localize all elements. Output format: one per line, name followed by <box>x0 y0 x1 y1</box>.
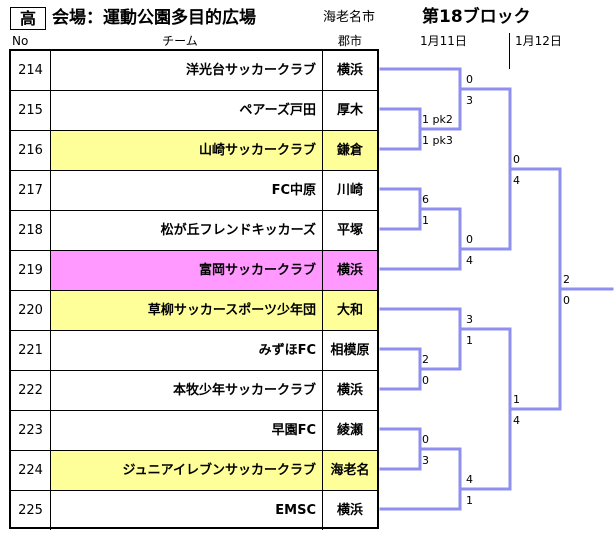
bracket-line <box>379 347 462 391</box>
team-city: 鎌倉 <box>323 131 377 170</box>
block-title: 第18ブロック <box>422 7 531 27</box>
team-number: 221 <box>11 331 51 370</box>
score-label: 1 <box>513 393 520 406</box>
score-label: 2 <box>563 273 570 286</box>
bracket-line <box>379 187 462 231</box>
score-label: 0 <box>422 433 429 446</box>
team-number: 219 <box>11 251 51 290</box>
table-row[interactable]: 218 松が丘フレンドキッカーズ 平塚 <box>11 211 377 251</box>
team-number: 225 <box>11 491 51 530</box>
bracket-line <box>379 67 512 131</box>
score-label: 3 <box>422 454 429 467</box>
team-name: みずほFC <box>51 331 323 370</box>
team-name: 洋光台サッカークラブ <box>51 51 323 90</box>
score-label: 1 pk2 <box>422 113 453 126</box>
team-name: 山崎サッカークラブ <box>51 131 323 170</box>
team-number: 214 <box>11 51 51 90</box>
bracket-line <box>379 307 512 371</box>
team-name: 本牧少年サッカークラブ <box>51 371 323 410</box>
score-label: 1 <box>422 214 429 227</box>
column-header-no: No <box>12 34 29 48</box>
team-city: 大和 <box>323 291 377 330</box>
team-city: 川崎 <box>336 183 363 198</box>
team-number: 223 <box>11 411 51 450</box>
table-row[interactable]: 221 みずほFC 相模原 <box>11 331 377 371</box>
team-number: 222 <box>11 371 51 410</box>
score-label: 4 <box>513 414 520 427</box>
bracket-line <box>508 327 562 491</box>
team-city: 平塚 <box>336 223 363 238</box>
level-badge: 高 <box>10 7 46 30</box>
table-row[interactable]: 216 山崎サッカークラブ 鎌倉 <box>11 131 377 171</box>
team-name: 松が丘フレンドキッカーズ <box>51 211 323 250</box>
table-row[interactable]: 222 本牧少年サッカークラブ 横浜 <box>11 371 377 411</box>
bracket-line <box>558 167 614 411</box>
table-row[interactable]: 224 ジュニアイレブンサッカークラブ 海老名 <box>11 451 377 491</box>
score-label: 0 <box>563 294 570 307</box>
team-city: 海老名 <box>323 451 377 490</box>
team-number: 220 <box>11 291 51 330</box>
column-header-team: チーム <box>162 34 198 48</box>
score-label: 0 <box>422 374 429 387</box>
team-table: 214 洋光台サッカークラブ 横浜 215 ペアーズ戸田 厚木 216 山崎サッ… <box>9 49 379 531</box>
team-city: 綾瀬 <box>336 423 363 438</box>
table-row[interactable]: 223 早園FC 綾瀬 <box>11 411 377 451</box>
team-number: 224 <box>11 451 51 490</box>
team-number: 218 <box>11 211 51 250</box>
team-city: 横浜 <box>336 503 363 518</box>
score-label: 3 <box>466 313 473 326</box>
column-header-city: 郡市 <box>338 34 363 48</box>
score-label: 4 <box>513 174 520 187</box>
table-row[interactable]: 219 富岡サッカークラブ 横浜 <box>11 251 377 291</box>
score-label: 4 <box>466 473 473 486</box>
table-row[interactable]: 215 ペアーズ戸田 厚木 <box>11 91 377 131</box>
team-city: 横浜 <box>336 383 363 398</box>
bracket-line <box>379 107 462 151</box>
score-label: 3 <box>466 94 473 107</box>
table-row[interactable]: 217 FC中原 川崎 <box>11 171 377 211</box>
team-city: 厚木 <box>336 103 363 118</box>
table-row[interactable]: 225 EMSC 横浜 <box>11 491 377 531</box>
score-label: 0 <box>466 73 473 86</box>
host-city: 海老名市 <box>323 10 376 25</box>
score-label: 6 <box>422 193 429 206</box>
bracket-line <box>508 87 562 251</box>
date-day1: 1月11日 <box>420 34 467 48</box>
team-name: ジュニアイレブンサッカークラブ <box>51 451 323 490</box>
team-city: 横浜 <box>336 63 363 78</box>
date-day2: 1月12日 <box>515 34 562 48</box>
team-name: 草柳サッカースポーツ少年団 <box>51 291 323 330</box>
table-row[interactable]: 220 草柳サッカースポーツ少年団 大和 <box>11 291 377 331</box>
score-label: 1 <box>466 334 473 347</box>
date-divider <box>509 33 510 69</box>
score-label: 4 <box>466 254 473 267</box>
score-label: 1 pk3 <box>422 134 453 147</box>
team-city: 相模原 <box>330 343 370 358</box>
bracket-line <box>379 447 512 511</box>
score-label: 0 <box>466 233 473 246</box>
team-name: EMSC <box>51 491 323 530</box>
score-label: 1 <box>466 494 473 507</box>
team-name: ペアーズ戸田 <box>51 91 323 130</box>
team-city: 横浜 <box>323 251 377 290</box>
team-number: 215 <box>11 91 51 130</box>
team-name: 富岡サッカークラブ <box>51 251 323 290</box>
score-label: 2 <box>422 353 429 366</box>
venue-title: 会場：運動公園多目的広場 <box>52 8 256 28</box>
bracket-line <box>379 207 512 271</box>
bracket-line <box>379 427 462 471</box>
team-number: 217 <box>11 171 51 210</box>
team-name: 早園FC <box>51 411 323 450</box>
team-name: FC中原 <box>51 171 323 210</box>
score-label: 0 <box>513 153 520 166</box>
table-row[interactable]: 214 洋光台サッカークラブ 横浜 <box>11 51 377 91</box>
team-number: 216 <box>11 131 51 170</box>
